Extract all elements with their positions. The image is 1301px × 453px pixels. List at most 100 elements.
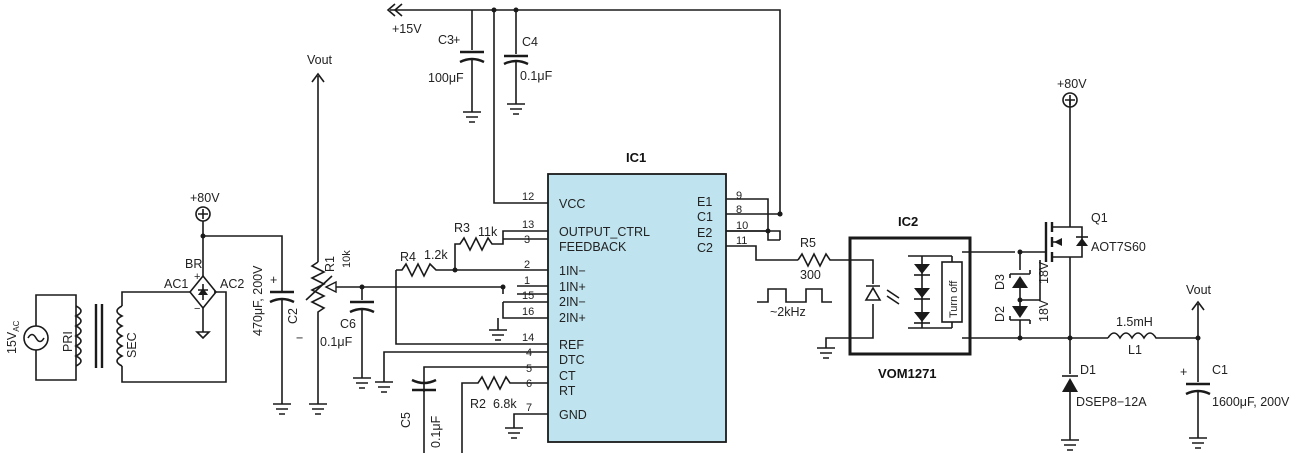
ic2-inner-label: Turn off xyxy=(948,280,960,318)
plus15-label: +15V xyxy=(392,22,422,36)
ic2-internals xyxy=(852,251,1070,339)
c3-value: 100μF xyxy=(428,71,464,85)
vout-right-arrow xyxy=(1191,300,1205,338)
r2-resistor xyxy=(461,375,517,453)
ic1-pin-e2: E2 xyxy=(697,226,712,240)
l1-inductor xyxy=(1107,332,1198,340)
ic1-pin-ct: CT xyxy=(559,369,576,383)
c2-capacitor xyxy=(269,290,295,415)
bridge-ac1: AC1 xyxy=(164,277,188,291)
d3-name: D3 xyxy=(993,274,1007,290)
r3-resistor xyxy=(454,230,517,270)
r4-value: 1.2k xyxy=(424,248,448,262)
ic1-pin-num-7: 7 xyxy=(526,402,532,414)
plus80-right-terminal xyxy=(1062,92,1078,108)
bridge-rectifier xyxy=(188,235,283,340)
transformer-sec: SEC xyxy=(125,332,139,358)
ic1-right-ties xyxy=(726,230,781,241)
ic1-pin-num-10: 10 xyxy=(736,220,748,232)
c2-value: 470μF, 200V xyxy=(251,265,265,336)
d3-zener xyxy=(1009,252,1031,300)
c5-name: C5 xyxy=(399,412,413,428)
ic2-body xyxy=(848,236,972,356)
ic1-pin-num-4: 4 xyxy=(526,347,532,359)
pulse-label: ~2kHz xyxy=(770,305,806,319)
ic1-pin-num-3: 3 xyxy=(524,234,530,246)
ic1-pin-dtc: DTC xyxy=(559,353,585,367)
ac-source xyxy=(23,294,77,381)
c6-value: 0.1μF xyxy=(320,335,353,349)
d1-name: D1 xyxy=(1080,363,1096,377)
r1-name: R1 xyxy=(323,256,337,272)
r5-name: R5 xyxy=(800,236,816,250)
ref-wire xyxy=(395,270,517,345)
r1-value: 10k xyxy=(341,250,353,268)
ic1-pin-num-9: 9 xyxy=(736,190,742,202)
c2-minus: − xyxy=(296,331,303,345)
vout-left-label: Vout xyxy=(307,53,333,67)
c4-value: 0.1μF xyxy=(520,69,553,83)
ct-wire xyxy=(423,366,517,392)
c6-name: C6 xyxy=(340,317,356,331)
c1-capacitor xyxy=(1185,338,1211,449)
ac-source-label: 15VAC xyxy=(5,320,21,354)
ic2-part: VOM1271 xyxy=(878,366,937,381)
c2-plus: + xyxy=(270,273,277,287)
d3-value: 18V xyxy=(1037,261,1051,284)
d1-part: DSEP8−12A xyxy=(1076,395,1147,409)
ic1-pin-num-5: 5 xyxy=(526,363,532,375)
in2-ground xyxy=(489,301,517,341)
d2-zener xyxy=(1009,300,1031,338)
d2-name: D2 xyxy=(993,306,1007,322)
ic1-pin-output-ctrl: OUTPUT_CTRL xyxy=(559,225,650,239)
r4-resistor xyxy=(396,262,517,278)
ic2-ground xyxy=(817,337,852,359)
l1-value: 1.5mH xyxy=(1116,315,1153,329)
ic1-pin-num-15: 15 xyxy=(522,290,534,302)
l1-name: L1 xyxy=(1128,343,1142,357)
ic1-pin-rt: RT xyxy=(559,384,576,398)
q1-name: Q1 xyxy=(1091,211,1108,225)
c2-name: C2 xyxy=(286,308,300,324)
c3-name: C3 xyxy=(438,33,454,47)
ic1-pin-1in-plus: 1IN+ xyxy=(559,280,586,294)
r4-name: R4 xyxy=(400,250,416,264)
c4-name: C4 xyxy=(522,35,538,49)
ic1-pin-c1: C1 xyxy=(697,210,713,224)
ic1-pin-1in-minus: 1IN− xyxy=(559,264,586,278)
plus80-right-label: +80V xyxy=(1057,77,1087,91)
c1-value: 1600μF, 200V xyxy=(1212,395,1290,409)
ic1-pin-vcc: VCC xyxy=(559,197,585,211)
c3-capacitor xyxy=(459,10,485,123)
r3-value: 11k xyxy=(478,225,498,239)
ic1-left-pins xyxy=(517,230,548,415)
ic1-pin-ref: REF xyxy=(559,338,584,352)
d1-diode xyxy=(1061,338,1079,451)
c6-capacitor xyxy=(349,287,375,389)
c4-capacitor xyxy=(503,10,529,115)
d2-value: 18V xyxy=(1037,299,1051,322)
bridge-minus: − xyxy=(194,303,200,315)
ic1-name: IC1 xyxy=(626,150,646,165)
ic1-pin-gnd: GND xyxy=(559,408,587,422)
ic2-name: IC2 xyxy=(898,214,918,229)
ic1-gnd xyxy=(505,413,523,439)
r2-name: R2 xyxy=(470,397,486,411)
c5-capacitor xyxy=(411,378,437,453)
ic1-pin-2in-plus: 2IN+ xyxy=(559,311,586,325)
r5-resistor xyxy=(797,252,852,268)
c5-value: 0.1μF xyxy=(429,415,443,448)
ic1-pin-num-1: 1 xyxy=(524,275,530,287)
ic1-pin-2in-minus: 2IN− xyxy=(559,295,586,309)
ic1-pin-num-13: 13 xyxy=(522,219,534,231)
ic1-pin-num-16: 16 xyxy=(522,306,534,318)
ic1-pin-num-12: 12 xyxy=(522,191,534,203)
ic1-pin-num-2: 2 xyxy=(524,259,530,271)
plus80-left-label: +80V xyxy=(190,191,220,205)
bridge-ac2: AC2 xyxy=(220,277,244,291)
vcc-wire xyxy=(493,10,548,204)
wiper-wire xyxy=(326,286,504,294)
plus80-left-terminal xyxy=(195,206,211,236)
transformer-pri: PRI xyxy=(61,331,75,352)
ic1-pin-num-8: 8 xyxy=(736,204,742,216)
